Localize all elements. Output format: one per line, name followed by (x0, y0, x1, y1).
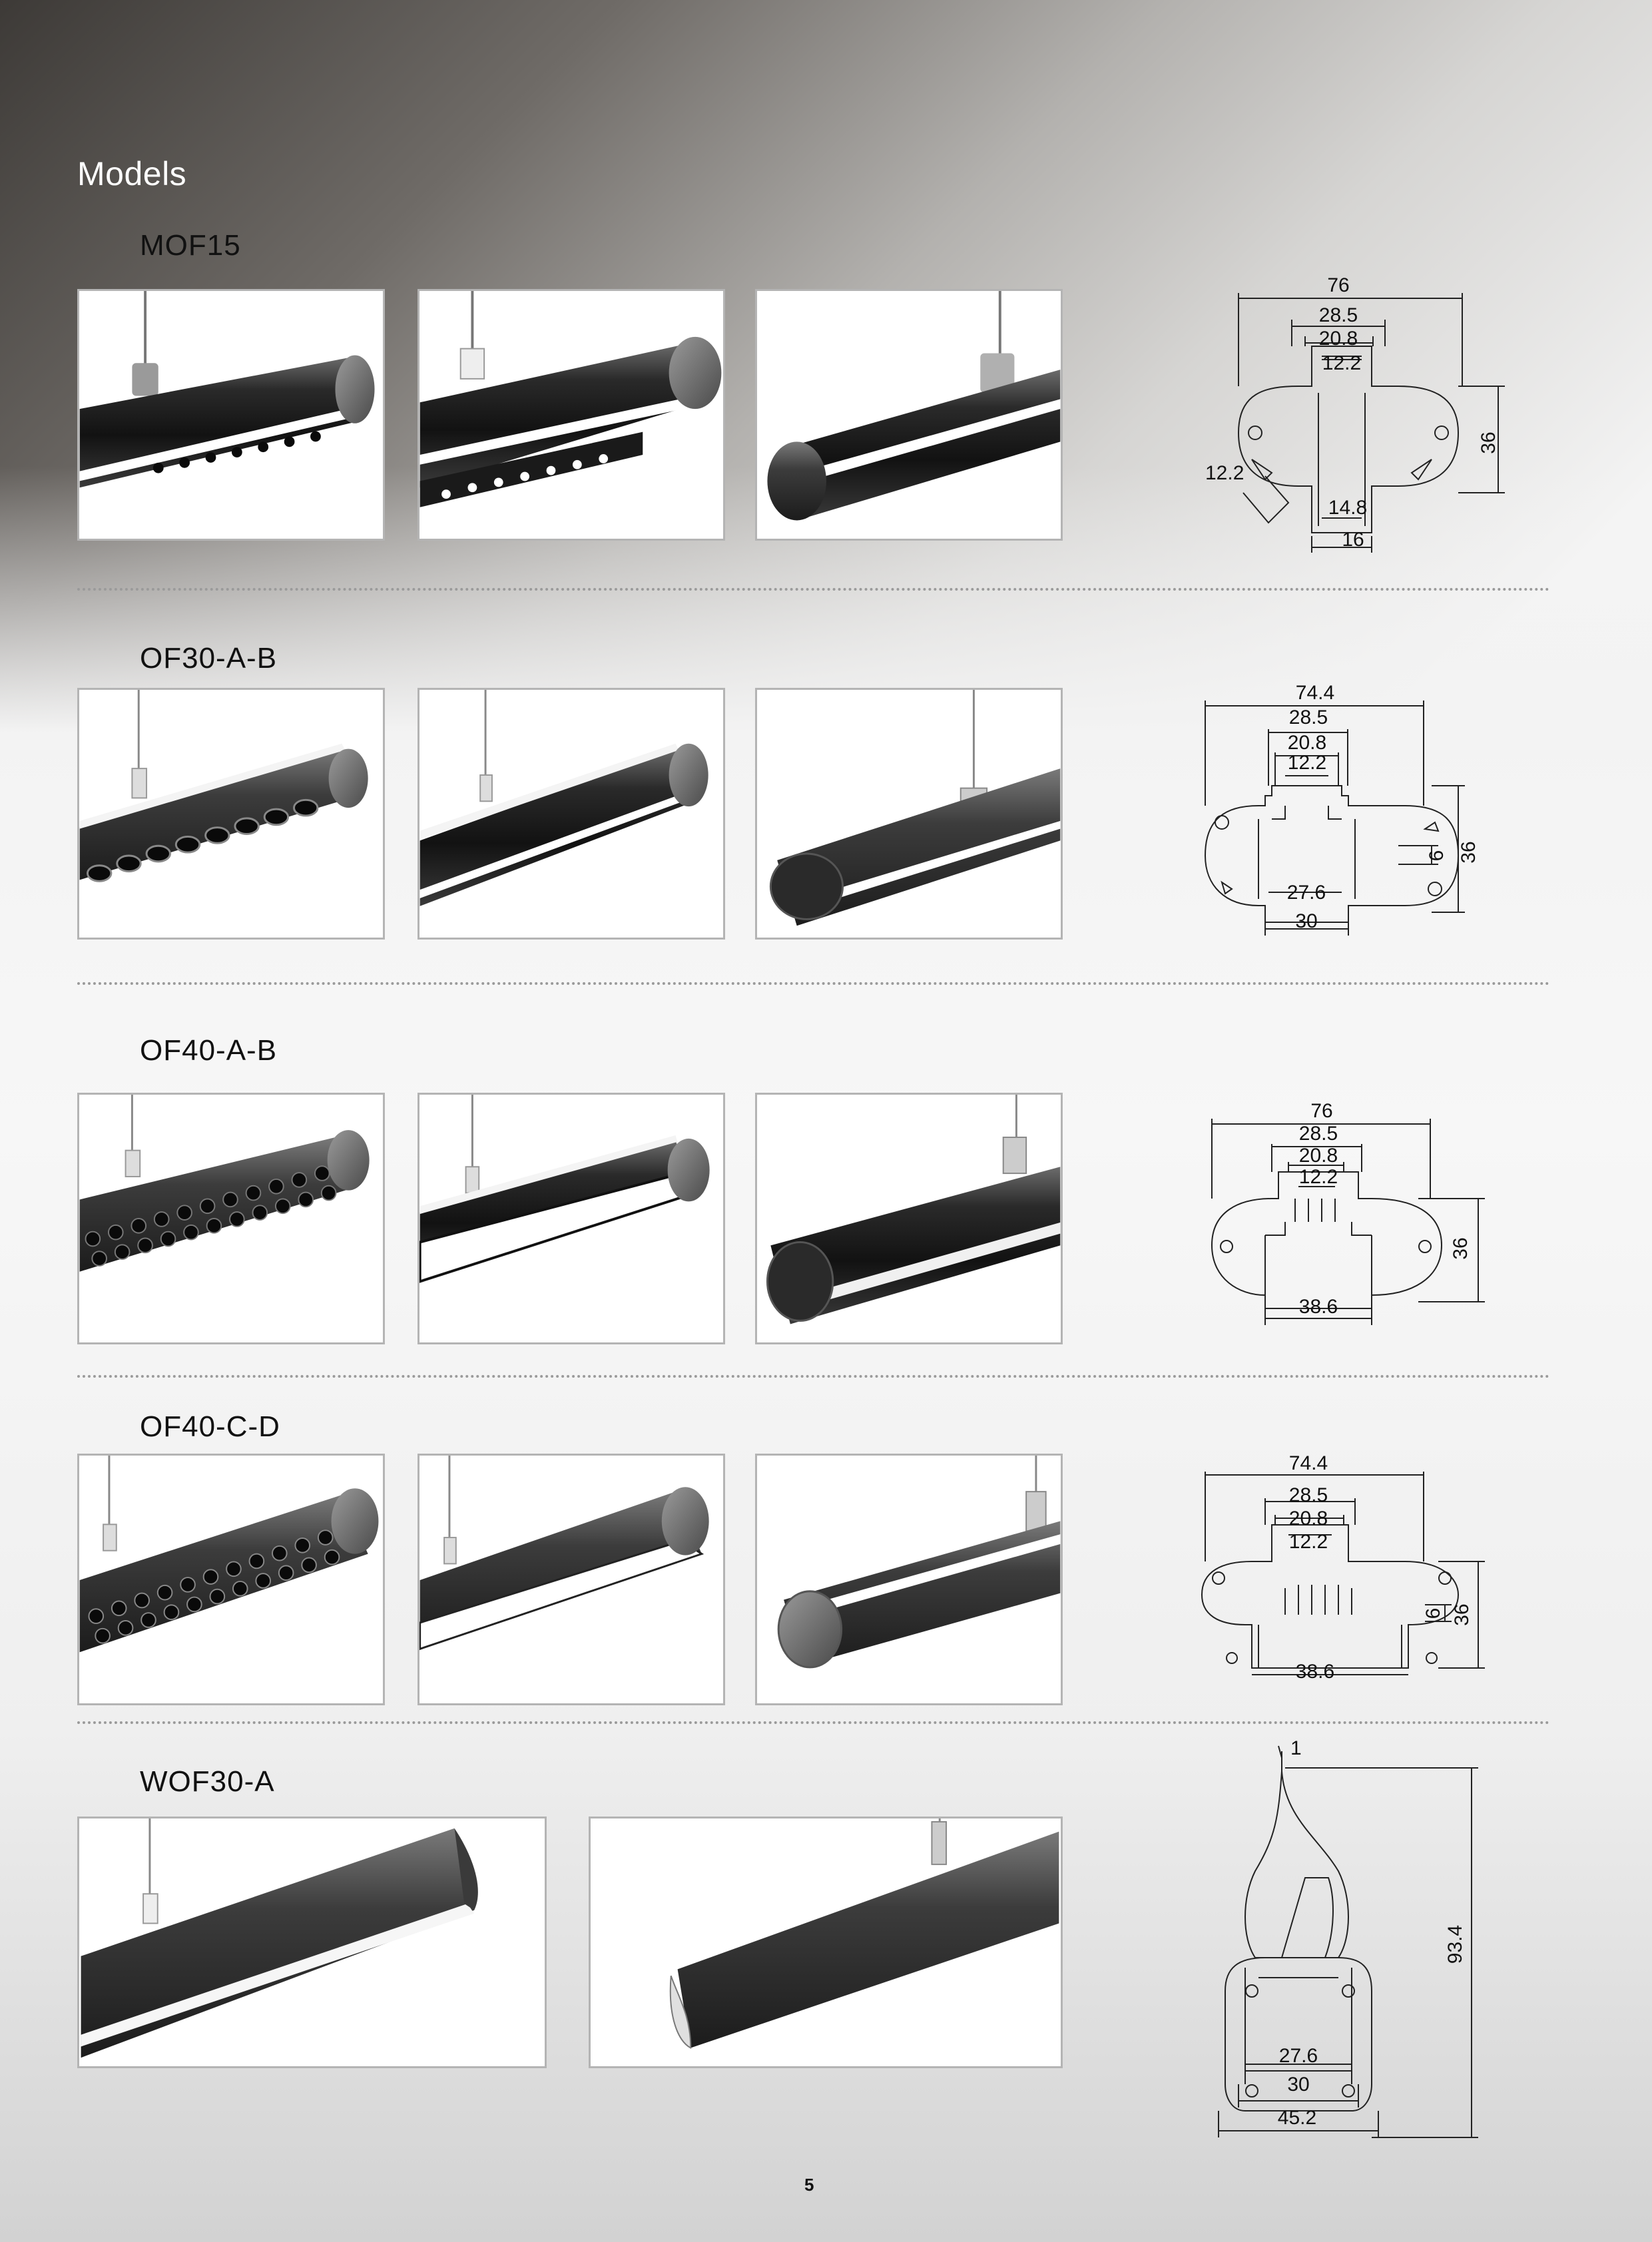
of30-dim-height: 36 (1458, 841, 1480, 863)
of30-diffuser-view (417, 688, 725, 940)
wof30-dim-height: 93.4 (1444, 1925, 1466, 1964)
wof30-dim-1: 1 (1290, 1737, 1302, 1759)
of40ab-dim-height: 36 (1450, 1237, 1472, 1259)
of40ab-spot-view (77, 1093, 385, 1344)
of30-dim-28-5: 28.5 (1289, 706, 1328, 728)
of40ab-dim-20-8: 20.8 (1299, 1145, 1338, 1167)
page-number: 5 (804, 2175, 814, 2195)
mof15-dim-12-2: 12.2 (1322, 352, 1361, 374)
of30-spot-view (77, 688, 385, 940)
of40cd-spot-view (77, 1454, 385, 1705)
wof30-back-view (589, 1817, 1063, 2068)
mof15-dim-height: 36 (1478, 431, 1500, 453)
mof15-dim-20-8: 20.8 (1319, 328, 1358, 350)
section-divider (77, 982, 1550, 985)
section-divider (77, 1375, 1550, 1378)
mof15-dim-16: 16 (1342, 529, 1364, 551)
of40ab-dim-12-2: 12.2 (1299, 1166, 1338, 1188)
model-title-of40-a-b: OF40-A-B (140, 1034, 278, 1067)
of30-dim-6: 6 (1426, 850, 1448, 862)
of40ab-diffuser-view (417, 1093, 725, 1344)
of40ab-dim-width: 76 (1310, 1100, 1332, 1122)
wof30-dim-27-6: 27.6 (1279, 2045, 1318, 2067)
section-divider (77, 1721, 1550, 1724)
of40cd-dim-height: 36 (1451, 1603, 1473, 1625)
section-divider (77, 588, 1550, 591)
of40cd-dim-38-6: 38.6 (1296, 1661, 1334, 1683)
mof15-dim-side: 12.2 (1205, 462, 1244, 484)
of30-dim-20-8: 20.8 (1288, 732, 1326, 754)
of40cd-diffuser-view (417, 1454, 725, 1705)
of40ab-profile-drawing: 76 28.5 20.8 12.2 36 38.6 (1179, 1100, 1525, 1332)
mof15-dim-width: 76 (1327, 274, 1349, 296)
wof30-profile-drawing: 1 93.4 27.6 30 45.2 (1192, 1737, 1498, 2151)
model-title-wof30-a: WOF30-A (140, 1765, 275, 1798)
of30-dim-30: 30 (1295, 910, 1317, 932)
of40cd-profile-drawing: 74.4 28.5 20.8 12.2 36 6 38.6 (1179, 1452, 1525, 1685)
of40ab-dim-28-5: 28.5 (1299, 1123, 1338, 1145)
mof15-profile-drawing: 76 28.5 20.8 12.2 36 12.2 14.8 16 (1179, 273, 1525, 559)
of40cd-dim-12-2: 12.2 (1289, 1531, 1328, 1553)
of30-dim-27-6: 27.6 (1287, 882, 1326, 904)
wof30-dim-45-2: 45.2 (1278, 2107, 1316, 2129)
model-title-of30-a-b: OF30-A-B (140, 642, 278, 675)
page-heading: Models (77, 155, 187, 192)
mof15-dim-14-8: 14.8 (1328, 497, 1367, 519)
mof15-underside-view (417, 289, 725, 541)
of30-dim-width: 74.4 (1296, 682, 1334, 704)
of40cd-dim-6: 6 (1422, 1608, 1444, 1619)
of30-end-view (755, 688, 1063, 940)
model-title-of40-c-d: OF40-C-D (140, 1410, 280, 1443)
of40cd-end-view (755, 1454, 1063, 1705)
mof15-end-view (755, 289, 1063, 541)
of40ab-end-view (755, 1093, 1063, 1344)
wof30-dim-30: 30 (1287, 2074, 1309, 2096)
mof15-spot-view (77, 289, 385, 541)
mof15-dim-28-5: 28.5 (1319, 304, 1358, 326)
of40ab-dim-38-6: 38.6 (1299, 1296, 1338, 1318)
wof30-front-view (77, 1817, 547, 2068)
of40cd-dim-20-8: 20.8 (1289, 1508, 1328, 1530)
of40cd-dim-width: 74.4 (1289, 1452, 1328, 1474)
of40cd-dim-28-5: 28.5 (1289, 1484, 1328, 1506)
model-title-mof15: MOF15 (140, 229, 241, 262)
of30-profile-drawing: 74.4 28.5 20.8 12.2 36 6 27.6 30 (1179, 682, 1525, 939)
of30-dim-12-2: 12.2 (1288, 752, 1326, 774)
